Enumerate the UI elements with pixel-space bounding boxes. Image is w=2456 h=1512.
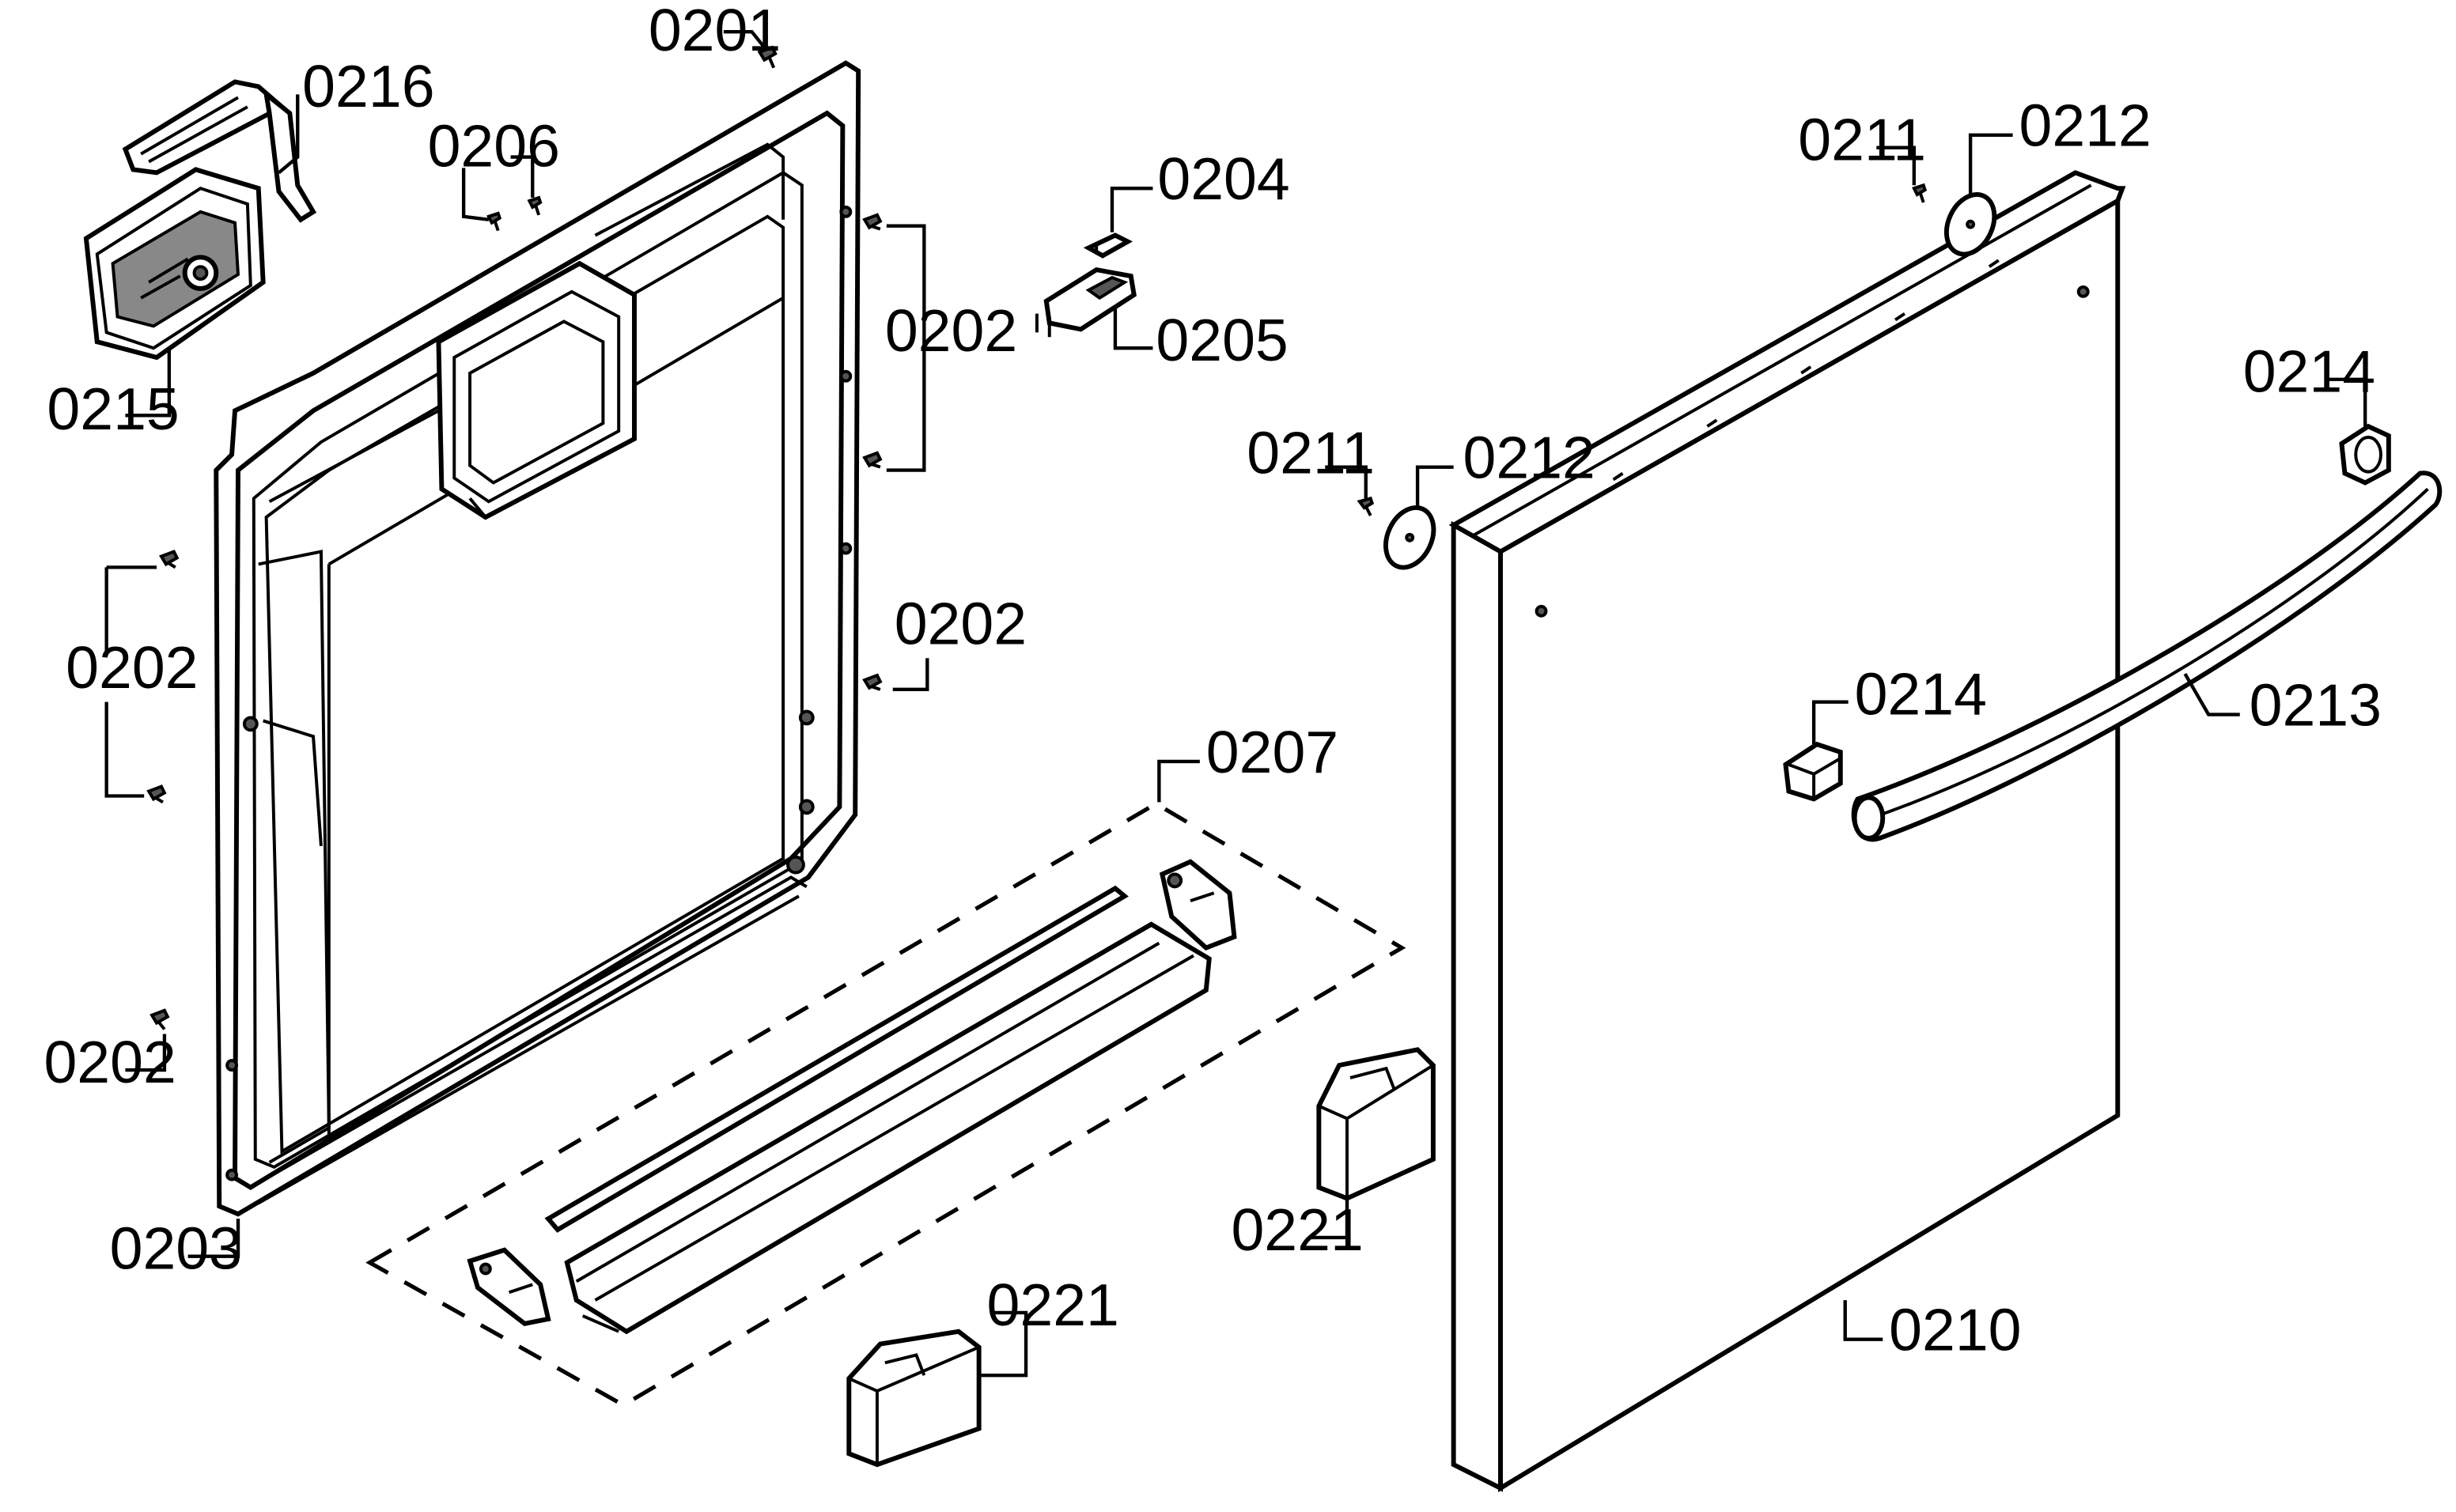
callout-0214-right: 0214 [2243, 338, 2375, 405]
callout-0215: 0215 [47, 376, 179, 442]
callout-0207: 0207 [1206, 719, 1338, 785]
callout-0206: 0206 [428, 112, 560, 179]
callout-0201: 0201 [649, 0, 781, 63]
screws [146, 45, 1928, 1030]
inner-door-panel [214, 60, 861, 1217]
callout-0221-bottom: 0221 [987, 1272, 1119, 1338]
callout-0213: 0213 [2250, 671, 2382, 738]
callout-0211-middle: 0211 [1247, 420, 1375, 486]
outer-door-panel [1448, 170, 2126, 1493]
callout-0211-top: 0211 [1798, 107, 1926, 173]
kit-group-0207 [365, 801, 1406, 1408]
callout-0205: 0205 [1156, 307, 1288, 373]
end-cap-right [1316, 1047, 1436, 1201]
callout-0202-left-middle: 0202 [66, 634, 198, 701]
callout-0202-left-lower: 0202 [44, 1029, 176, 1095]
callout-0212-top: 0212 [2019, 93, 2151, 159]
detergent-dispenser [83, 167, 266, 361]
callout-0221-right: 0221 [1231, 1196, 1363, 1263]
leader-lines [104, 29, 2367, 1378]
handle-mounts [1783, 423, 2391, 802]
latch-lever [122, 79, 317, 223]
callout-labels: 0201 0216 0206 0215 0202 0202 0202 0202 … [44, 0, 2382, 1363]
door-latch [1035, 267, 1137, 338]
callout-0214-left: 0214 [1855, 661, 1987, 728]
callout-0210: 0210 [1889, 1296, 2021, 1363]
callout-0203: 0203 [110, 1215, 242, 1282]
washers [1383, 191, 1997, 570]
door-handle [1851, 471, 2443, 842]
callout-0212-middle: 0212 [1463, 425, 1595, 491]
callout-0202-right-lower: 0202 [895, 590, 1027, 656]
callout-0216: 0216 [302, 53, 434, 119]
end-cap-bottom [846, 1329, 982, 1468]
callout-0204: 0204 [1157, 146, 1289, 212]
callout-0202-right-upper: 0202 [885, 297, 1017, 364]
latch-clip [1083, 232, 1133, 259]
